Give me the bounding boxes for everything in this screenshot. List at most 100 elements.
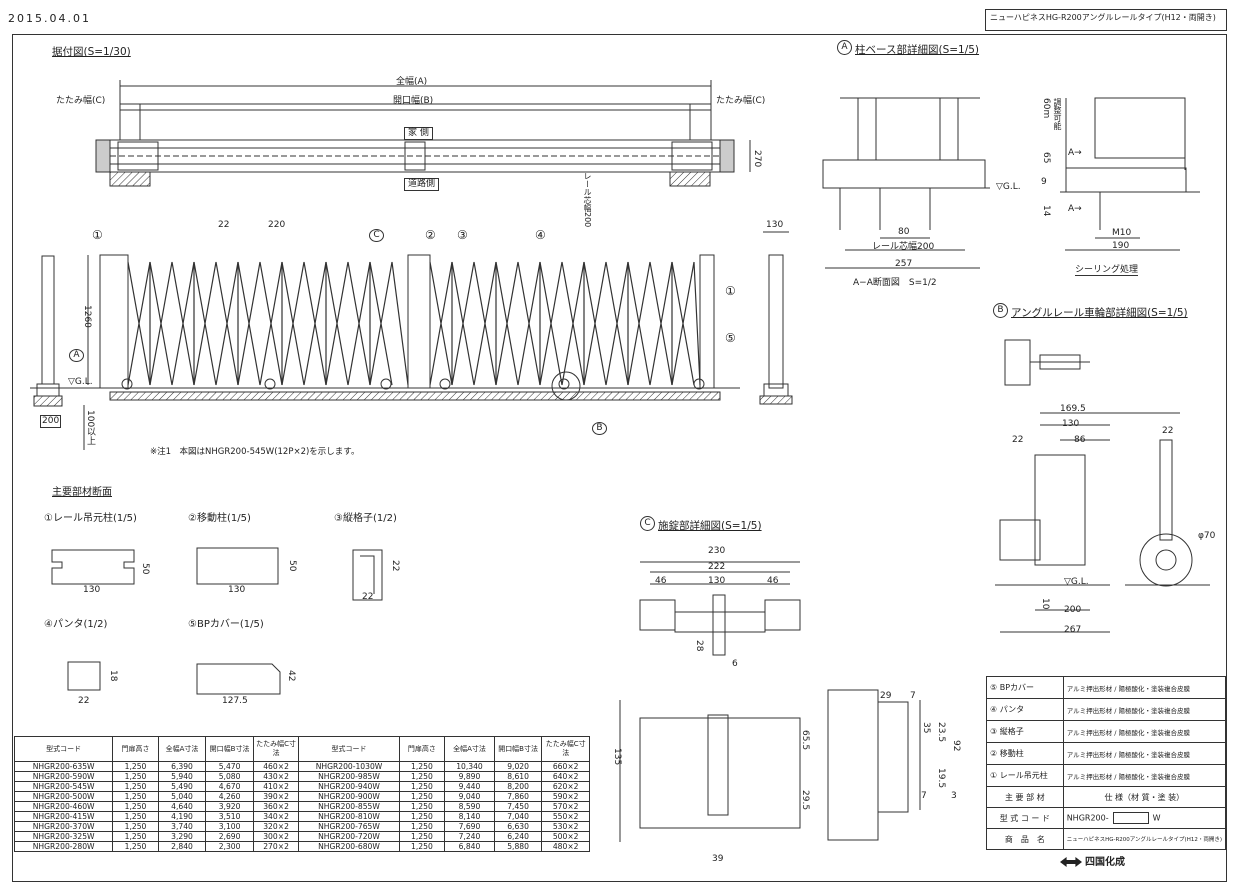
cell: 9,890 xyxy=(444,771,495,782)
spec-header: 型式コード xyxy=(298,736,400,762)
detail-b-title: アングルレール車輪部詳細図(S=1/5) xyxy=(1011,307,1188,319)
sec-18: 18 xyxy=(108,670,118,682)
part-name: ① レール吊元柱 xyxy=(986,764,1064,787)
detail-c-6: 6 xyxy=(732,659,738,669)
detail-c-7b: 7 xyxy=(921,791,927,801)
detail-a-60: 60m xyxy=(1041,98,1051,119)
sec-50b: 50 xyxy=(287,560,297,572)
cell: 10,340 xyxy=(444,761,495,772)
detail-c-65: 65.5 xyxy=(800,730,810,751)
drawing-frame xyxy=(12,34,1227,882)
cell: NHGR200-680W xyxy=(298,841,400,852)
cell: 4,670 xyxy=(205,781,254,792)
model-blank-box xyxy=(1112,812,1149,824)
cell: 7,040 xyxy=(493,811,543,822)
part-spec: アルミ押出形材 / 陽極酸化・塗装複合皮膜 xyxy=(1062,742,1227,765)
dim-200: 200 xyxy=(40,415,62,428)
cell: 9,040 xyxy=(444,791,495,802)
marker-2: ② xyxy=(425,228,436,242)
cell: 5,940 xyxy=(157,771,207,782)
cell: 5,080 xyxy=(205,771,254,782)
detail-a-14: 14 xyxy=(1041,205,1051,217)
cell: 1,250 xyxy=(398,841,446,852)
detail-b-22b: 22 xyxy=(1162,426,1174,436)
dim-1260: 1260 xyxy=(82,305,92,328)
cell: 3,290 xyxy=(157,831,207,842)
cell: NHGR200-460W xyxy=(13,801,114,812)
parts-header-name: 主 要 部 材 xyxy=(986,786,1064,808)
marker-5: ⑤ xyxy=(725,331,736,345)
detail-b-169: 169.5 xyxy=(1060,404,1086,414)
install-note: ※注1 本図はNHGR200-545W(12P×2)を示します。 xyxy=(150,447,360,457)
cell: NHGR200-590W xyxy=(13,771,114,782)
cell: 430×2 xyxy=(252,771,300,782)
cell: 1,250 xyxy=(112,771,159,782)
detail-a-9: 9 xyxy=(1041,177,1047,187)
part-spec: アルミ押出形材 / 陽極酸化・塗装複合皮膜 xyxy=(1062,698,1227,721)
parts-table: ⑤ BPカバーアルミ押出形材 / 陽極酸化・塗装複合皮膜 ④ パンタアルミ押出形… xyxy=(986,676,1227,850)
fold-width-left: たたみ幅(C) xyxy=(56,96,106,106)
detail-c-222: 222 xyxy=(708,562,726,572)
detail-c-marker: C xyxy=(640,516,655,531)
model-value: NHGR200- xyxy=(1066,813,1109,823)
cell: NHGR200-720W xyxy=(298,831,400,842)
sec-130b: 130 xyxy=(228,585,246,595)
cell: NHGR200-985W xyxy=(298,771,400,782)
detail-c-39: 39 xyxy=(712,854,724,864)
part-spec: アルミ押出形材 / 陽極酸化・塗装複合皮膜 xyxy=(1062,720,1227,743)
cell: 320×2 xyxy=(252,821,300,832)
detail-c-29b: 29 xyxy=(880,691,892,701)
cell: NHGR200-900W xyxy=(298,791,400,802)
dim-100: 100以上 xyxy=(85,410,95,446)
model-suffix: W xyxy=(1152,813,1161,823)
detail-a-title: 柱ベース部詳細図(S=1/5) xyxy=(855,44,980,56)
cell: 4,190 xyxy=(157,811,207,822)
date-label: 2015.04.01 xyxy=(8,12,91,25)
cell: 360×2 xyxy=(252,801,300,812)
cell: 6,390 xyxy=(157,761,207,772)
title-box xyxy=(985,9,1227,31)
detail-c-92: 92 xyxy=(951,740,961,752)
cell: 270×2 xyxy=(252,841,300,852)
cell: 6,630 xyxy=(493,821,543,832)
cell: 1,250 xyxy=(398,761,446,772)
spec-header: 型式コード xyxy=(13,736,114,762)
cell: 1,250 xyxy=(112,761,159,772)
cell: 1,250 xyxy=(398,791,446,802)
cell: 500×2 xyxy=(541,831,590,842)
cell: 2,690 xyxy=(205,831,254,842)
detail-b-267: 267 xyxy=(1064,625,1082,635)
cell: 5,470 xyxy=(205,761,254,772)
detail-c-130: 130 xyxy=(708,576,726,586)
detail-a-arrow1: A→ xyxy=(1068,148,1082,158)
dim-220: 220 xyxy=(268,220,286,230)
cell: 640×2 xyxy=(541,771,590,782)
detail-a-arrow2: A→ xyxy=(1068,204,1082,214)
cell: 2,840 xyxy=(157,841,207,852)
cell: 9,440 xyxy=(444,781,495,792)
marker-4: ④ xyxy=(535,228,546,242)
cell: 1,250 xyxy=(112,821,159,832)
cell: 8,610 xyxy=(493,771,543,782)
section-5: ⑤BPカバー(1/5) xyxy=(188,619,264,630)
detail-a-sealing: シーリング処理 xyxy=(1075,265,1139,276)
cell: 7,450 xyxy=(493,801,543,812)
cell: 1,250 xyxy=(112,841,159,852)
sec-50a: 50 xyxy=(140,563,150,575)
cell: 590×2 xyxy=(541,791,590,802)
sec-130a: 130 xyxy=(83,585,101,595)
cell: 620×2 xyxy=(541,781,590,792)
detail-b-130: 130 xyxy=(1062,419,1080,429)
detail-a-m10: M10 xyxy=(1112,228,1132,238)
detail-c-230: 230 xyxy=(708,546,726,556)
cell: NHGR200-635W xyxy=(13,761,114,772)
cell: NHGR200-1030W xyxy=(298,761,400,772)
outside-label: 道路側 xyxy=(404,178,440,191)
parts-header-spec: 仕 様（材 質・塗 装） xyxy=(1062,786,1227,808)
